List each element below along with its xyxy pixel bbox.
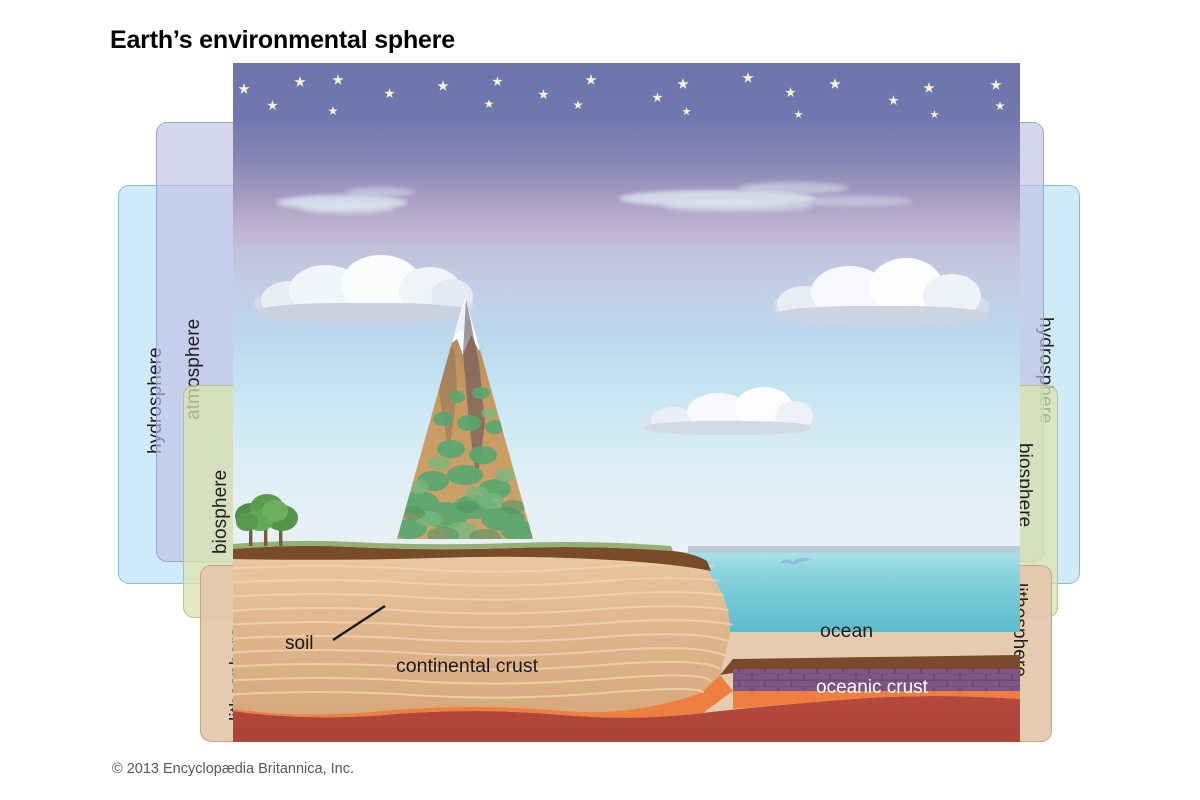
copyright-notice: © 2013 Encyclopædia Britannica, Inc. [112, 761, 355, 777]
cumulus-cloud-center [643, 385, 815, 435]
oceanic-crust-layer [733, 669, 1020, 691]
cumulus-cloud-right [773, 256, 991, 326]
page-title: Earth’s environmental sphere [110, 26, 455, 54]
soil-leader-line [332, 604, 386, 642]
label-continental-crust: continental crust [396, 655, 538, 677]
soil-layer [233, 545, 711, 571]
label-soil: soil [285, 633, 314, 654]
tree-cluster-icon [235, 494, 298, 546]
cumulus-cloud-left [255, 251, 475, 323]
distant-bird-icon [779, 557, 811, 565]
sphere-label-biosphere-left: biosphere [210, 469, 231, 554]
mountain-detail [397, 296, 533, 539]
continental-crust-layer [233, 551, 731, 715]
label-ocean: ocean [820, 620, 874, 642]
ground-cross-section [233, 296, 1020, 742]
earth-cross-section-illustration: soil continental crust ocean oceanic cru… [233, 63, 1020, 742]
label-oceanic-crust: oceanic crust [816, 677, 928, 698]
ocean-water [688, 546, 1020, 632]
upper-mantle-layer [233, 696, 1020, 742]
crust-striations [233, 563, 733, 699]
